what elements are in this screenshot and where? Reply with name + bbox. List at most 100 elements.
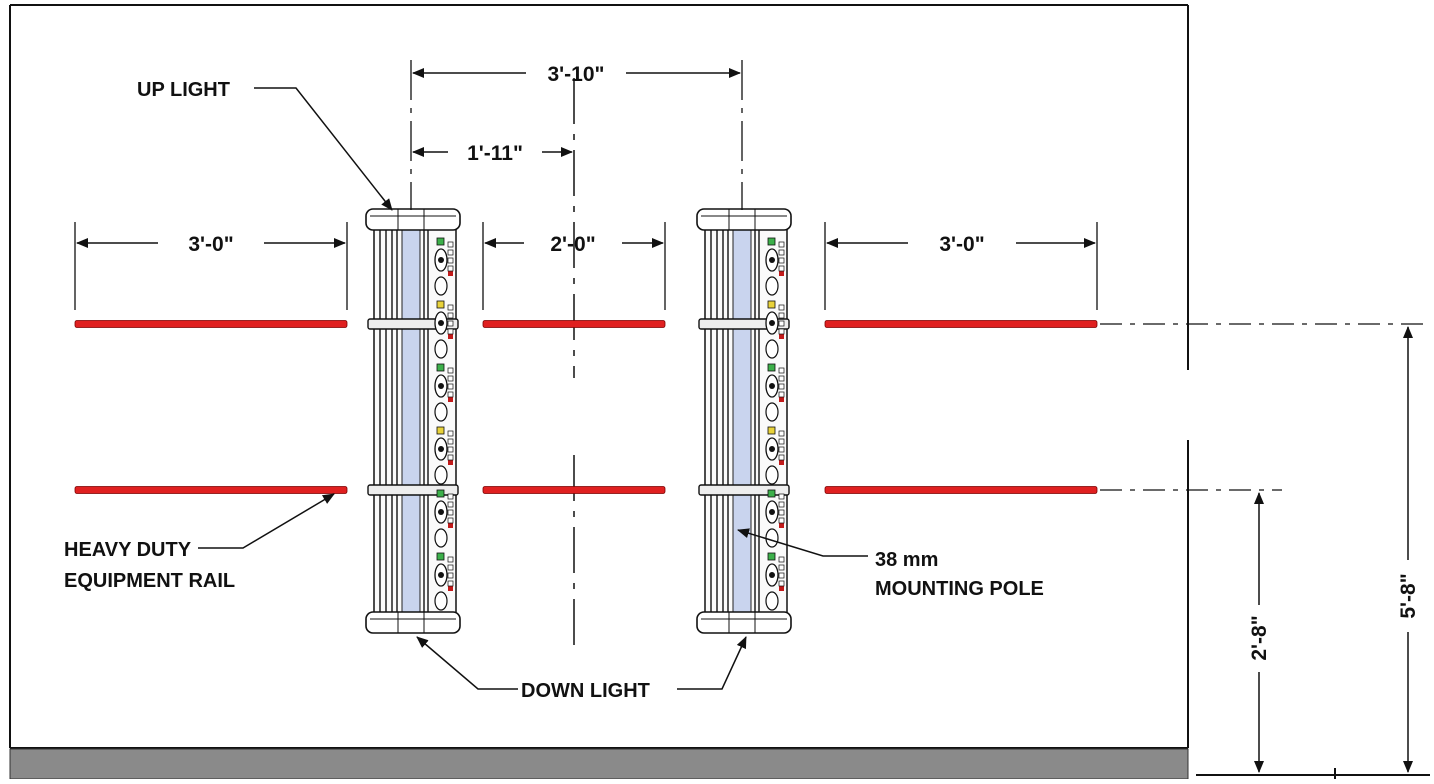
down-light-label: DOWN LIGHT [521, 680, 650, 702]
dim-pole-spacing-label: 3'-10" [548, 63, 605, 86]
red-terminal [779, 394, 784, 402]
equipment-rails [74, 320, 1098, 494]
led-indicator-icon [767, 426, 776, 435]
led-indicator-icon [436, 300, 445, 309]
terminal-slot [447, 446, 454, 453]
mounting-pole-2 [696, 208, 792, 634]
jack-center [438, 383, 444, 389]
jack-icon [434, 465, 448, 485]
terminal-slot [778, 509, 785, 516]
pole-diffuser [401, 227, 421, 615]
dim-left-rail: 3'-0" [74, 222, 348, 310]
jack-center [769, 257, 775, 263]
terminal-slot [778, 328, 785, 335]
red-terminal [779, 331, 784, 339]
terminal-slot [447, 564, 454, 571]
dim-center-rail-label: 2'-0" [550, 233, 595, 256]
rail-clamp [367, 484, 459, 496]
terminal-slot [447, 509, 454, 516]
terminal-slot [447, 241, 454, 248]
jack-center [438, 446, 444, 452]
callout-up-light: UP LIGHT [137, 79, 393, 211]
led-indicator-icon [436, 426, 445, 435]
terminal-slot [778, 367, 785, 374]
dim-pole-to-center-label: 1'-11" [467, 142, 523, 165]
terminal-slot [778, 430, 785, 437]
terminal-slot [447, 517, 454, 524]
jack-center [438, 572, 444, 578]
red-terminal [448, 520, 453, 528]
jack-center [769, 446, 775, 452]
terminal-slot [447, 493, 454, 500]
rail-lower-1 [74, 486, 348, 494]
red-terminal [779, 583, 784, 591]
terminal-slot [778, 304, 785, 311]
led-indicator-icon [436, 489, 445, 498]
jack-icon [765, 276, 779, 296]
led-indicator-icon [767, 237, 776, 246]
pole-label-line2: MOUNTING POLE [875, 578, 1044, 600]
red-terminal [779, 457, 784, 465]
terminal-slot [778, 580, 785, 587]
terminal-slot [447, 367, 454, 374]
terminal-slot [447, 328, 454, 335]
terminal-slot [778, 265, 785, 272]
terminal-slot [447, 320, 454, 327]
terminal-slot [447, 304, 454, 311]
terminal-slot [447, 454, 454, 461]
terminal-slot [447, 430, 454, 437]
dim-lower-rail-height: 2'-8" [1100, 489, 1282, 773]
callout-equipment-rail: HEAVY DUTY EQUIPMENT RAIL [64, 493, 335, 592]
terminal-slot [778, 249, 785, 256]
jack-icon [434, 276, 448, 296]
jack-center [438, 509, 444, 515]
terminal-slot [778, 241, 785, 248]
red-terminal [779, 268, 784, 276]
dim-upper-rail-height-label: 5'-8" [1397, 573, 1420, 618]
terminal-slot [778, 391, 785, 398]
rail-label-line2: EQUIPMENT RAIL [64, 570, 235, 592]
red-terminal [448, 457, 453, 465]
dim-center-rail: 2'-0" [482, 222, 666, 310]
jack-icon [765, 528, 779, 548]
terminal-slot [447, 438, 454, 445]
terminal-slot [447, 556, 454, 563]
rail-lower-2 [482, 486, 666, 494]
jack-icon [765, 465, 779, 485]
jack-center [769, 383, 775, 389]
mounting-pole-1 [365, 208, 461, 634]
pole-diffuser [732, 227, 752, 615]
jack-center [438, 257, 444, 263]
pole-label-line1: 38 mm [875, 549, 938, 571]
terminal-slot [447, 249, 454, 256]
terminal-slot [778, 438, 785, 445]
rail-upper-3 [824, 320, 1098, 328]
callout-down-light: DOWN LIGHT [416, 636, 747, 702]
jack-icon [765, 591, 779, 611]
terminal-slot [447, 391, 454, 398]
terminal-slot [778, 454, 785, 461]
rail-lower-3 [824, 486, 1098, 494]
down-light-cap [365, 611, 461, 634]
floor-slab [9, 748, 1189, 780]
down-light-cap [696, 611, 792, 634]
terminal-slot [778, 517, 785, 524]
terminal-slot [447, 312, 454, 319]
jack-center [769, 509, 775, 515]
jack-center [769, 320, 775, 326]
led-indicator-icon [767, 300, 776, 309]
terminal-slot [778, 493, 785, 500]
jack-icon [434, 591, 448, 611]
dim-right-rail-label: 3'-0" [939, 233, 984, 256]
red-terminal [448, 268, 453, 276]
drawing-frame [9, 4, 1189, 749]
jack-center [438, 320, 444, 326]
led-indicator-icon [767, 489, 776, 498]
terminal-slot [778, 564, 785, 571]
rail-clamp [698, 484, 790, 496]
dim-pole-to-center: 1'-11" [412, 142, 573, 165]
terminal-slot [447, 375, 454, 382]
jack-icon [434, 528, 448, 548]
